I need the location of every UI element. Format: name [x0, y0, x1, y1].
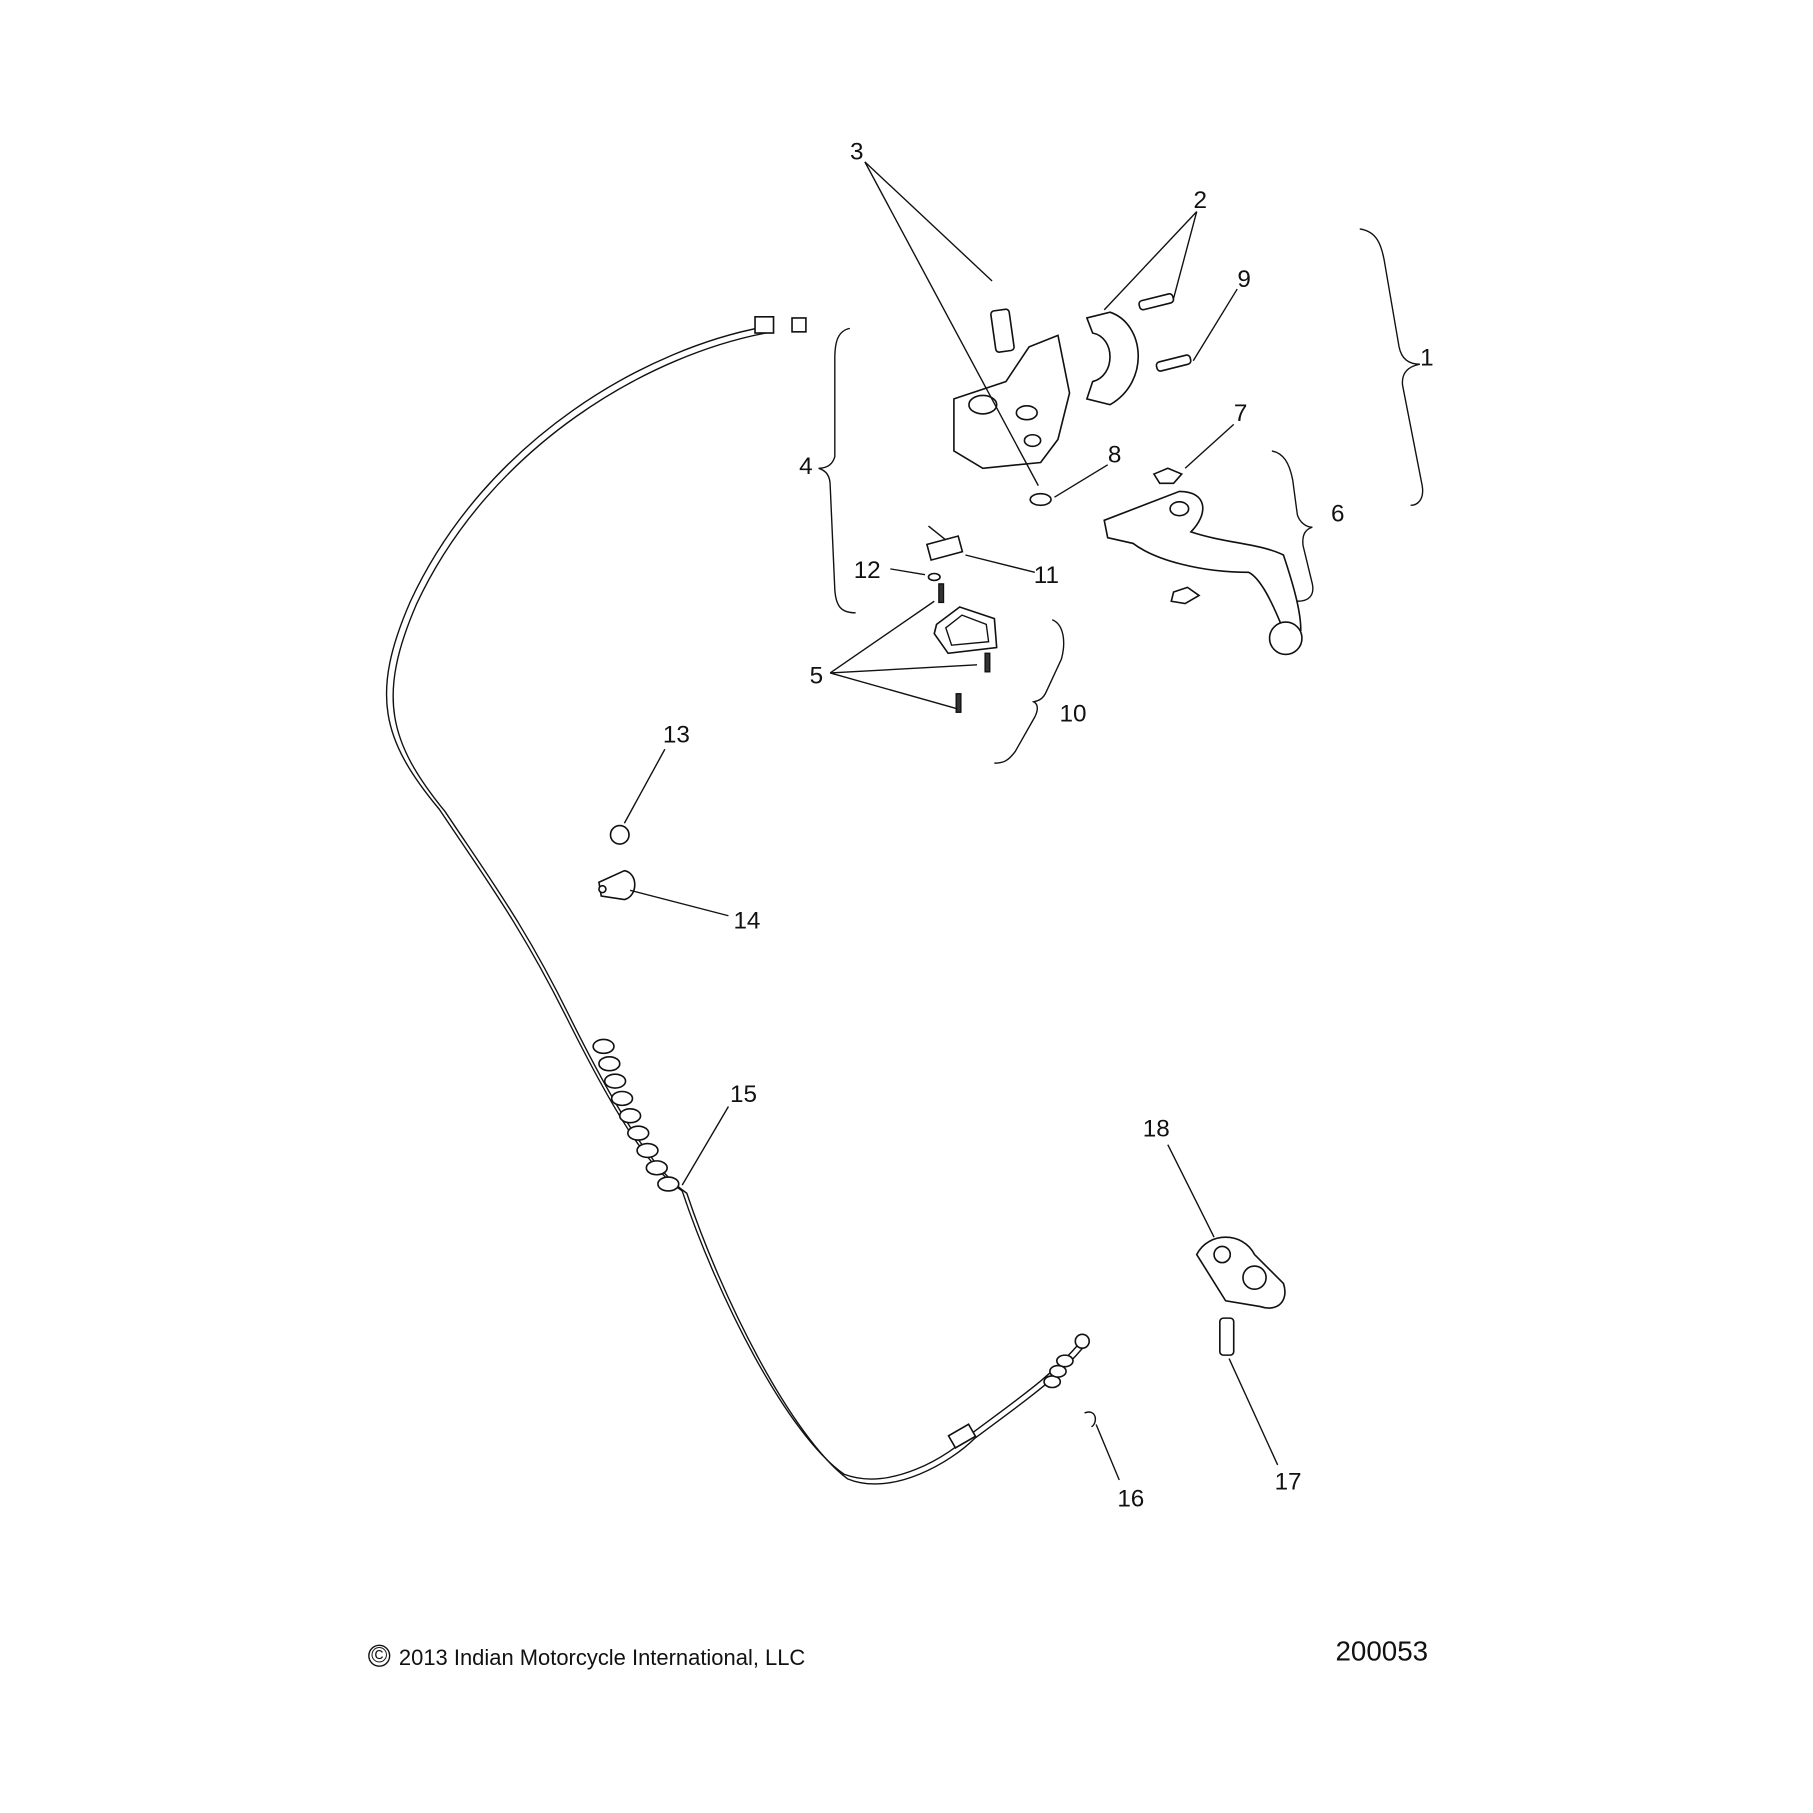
- clamp: [1085, 311, 1139, 406]
- callout-8: 8: [1108, 442, 1122, 469]
- callout-17: 17: [1275, 1468, 1302, 1495]
- lever-perch: [953, 334, 1071, 470]
- callout-4: 4: [799, 453, 813, 480]
- clamp-screws: [1138, 293, 1192, 372]
- callout-18: 18: [1143, 1116, 1170, 1143]
- callout-3: 3: [850, 139, 864, 166]
- callout-10: 10: [1060, 701, 1087, 728]
- drawing-number: 200053: [1335, 1635, 1428, 1666]
- cable-boot: [592, 1038, 1090, 1449]
- leader-lines: [623, 161, 1279, 1481]
- screws: [938, 583, 991, 713]
- callout-13: 13: [663, 721, 690, 748]
- callout-15: 15: [730, 1081, 757, 1108]
- clutch-cable: [385, 316, 1090, 1485]
- callout-1: 1: [1420, 344, 1433, 371]
- braces: [818, 228, 1424, 764]
- washer: [1029, 492, 1052, 507]
- callout-2: 2: [1193, 187, 1206, 214]
- pivot-pin: [990, 308, 1015, 353]
- lever: [1103, 467, 1303, 656]
- callout-12: 12: [854, 557, 881, 584]
- nut-and-clip: [598, 824, 636, 901]
- callout-16: 16: [1117, 1486, 1144, 1513]
- copyright-text: 2013 Indian Motorcycle International, LL…: [399, 1645, 806, 1670]
- clip-16: [1084, 1411, 1097, 1428]
- callout-11: 11: [1034, 562, 1059, 589]
- footer: © 2013 Indian Motorcycle International, …: [368, 1635, 1428, 1670]
- callout-7: 7: [1234, 400, 1247, 427]
- callout-labels: 3 2 9 1 4 7 8 6 12 11 5 10 13 14 15 18 1…: [663, 139, 1434, 1513]
- adjuster-18-and-screw-17: [1195, 1236, 1286, 1356]
- switch: [925, 525, 964, 582]
- callout-9: 9: [1237, 266, 1250, 293]
- cover: [933, 606, 998, 655]
- callout-6: 6: [1331, 500, 1344, 527]
- copyright-symbol: ©: [371, 1643, 387, 1668]
- callout-14: 14: [733, 907, 760, 934]
- callout-5: 5: [810, 662, 824, 689]
